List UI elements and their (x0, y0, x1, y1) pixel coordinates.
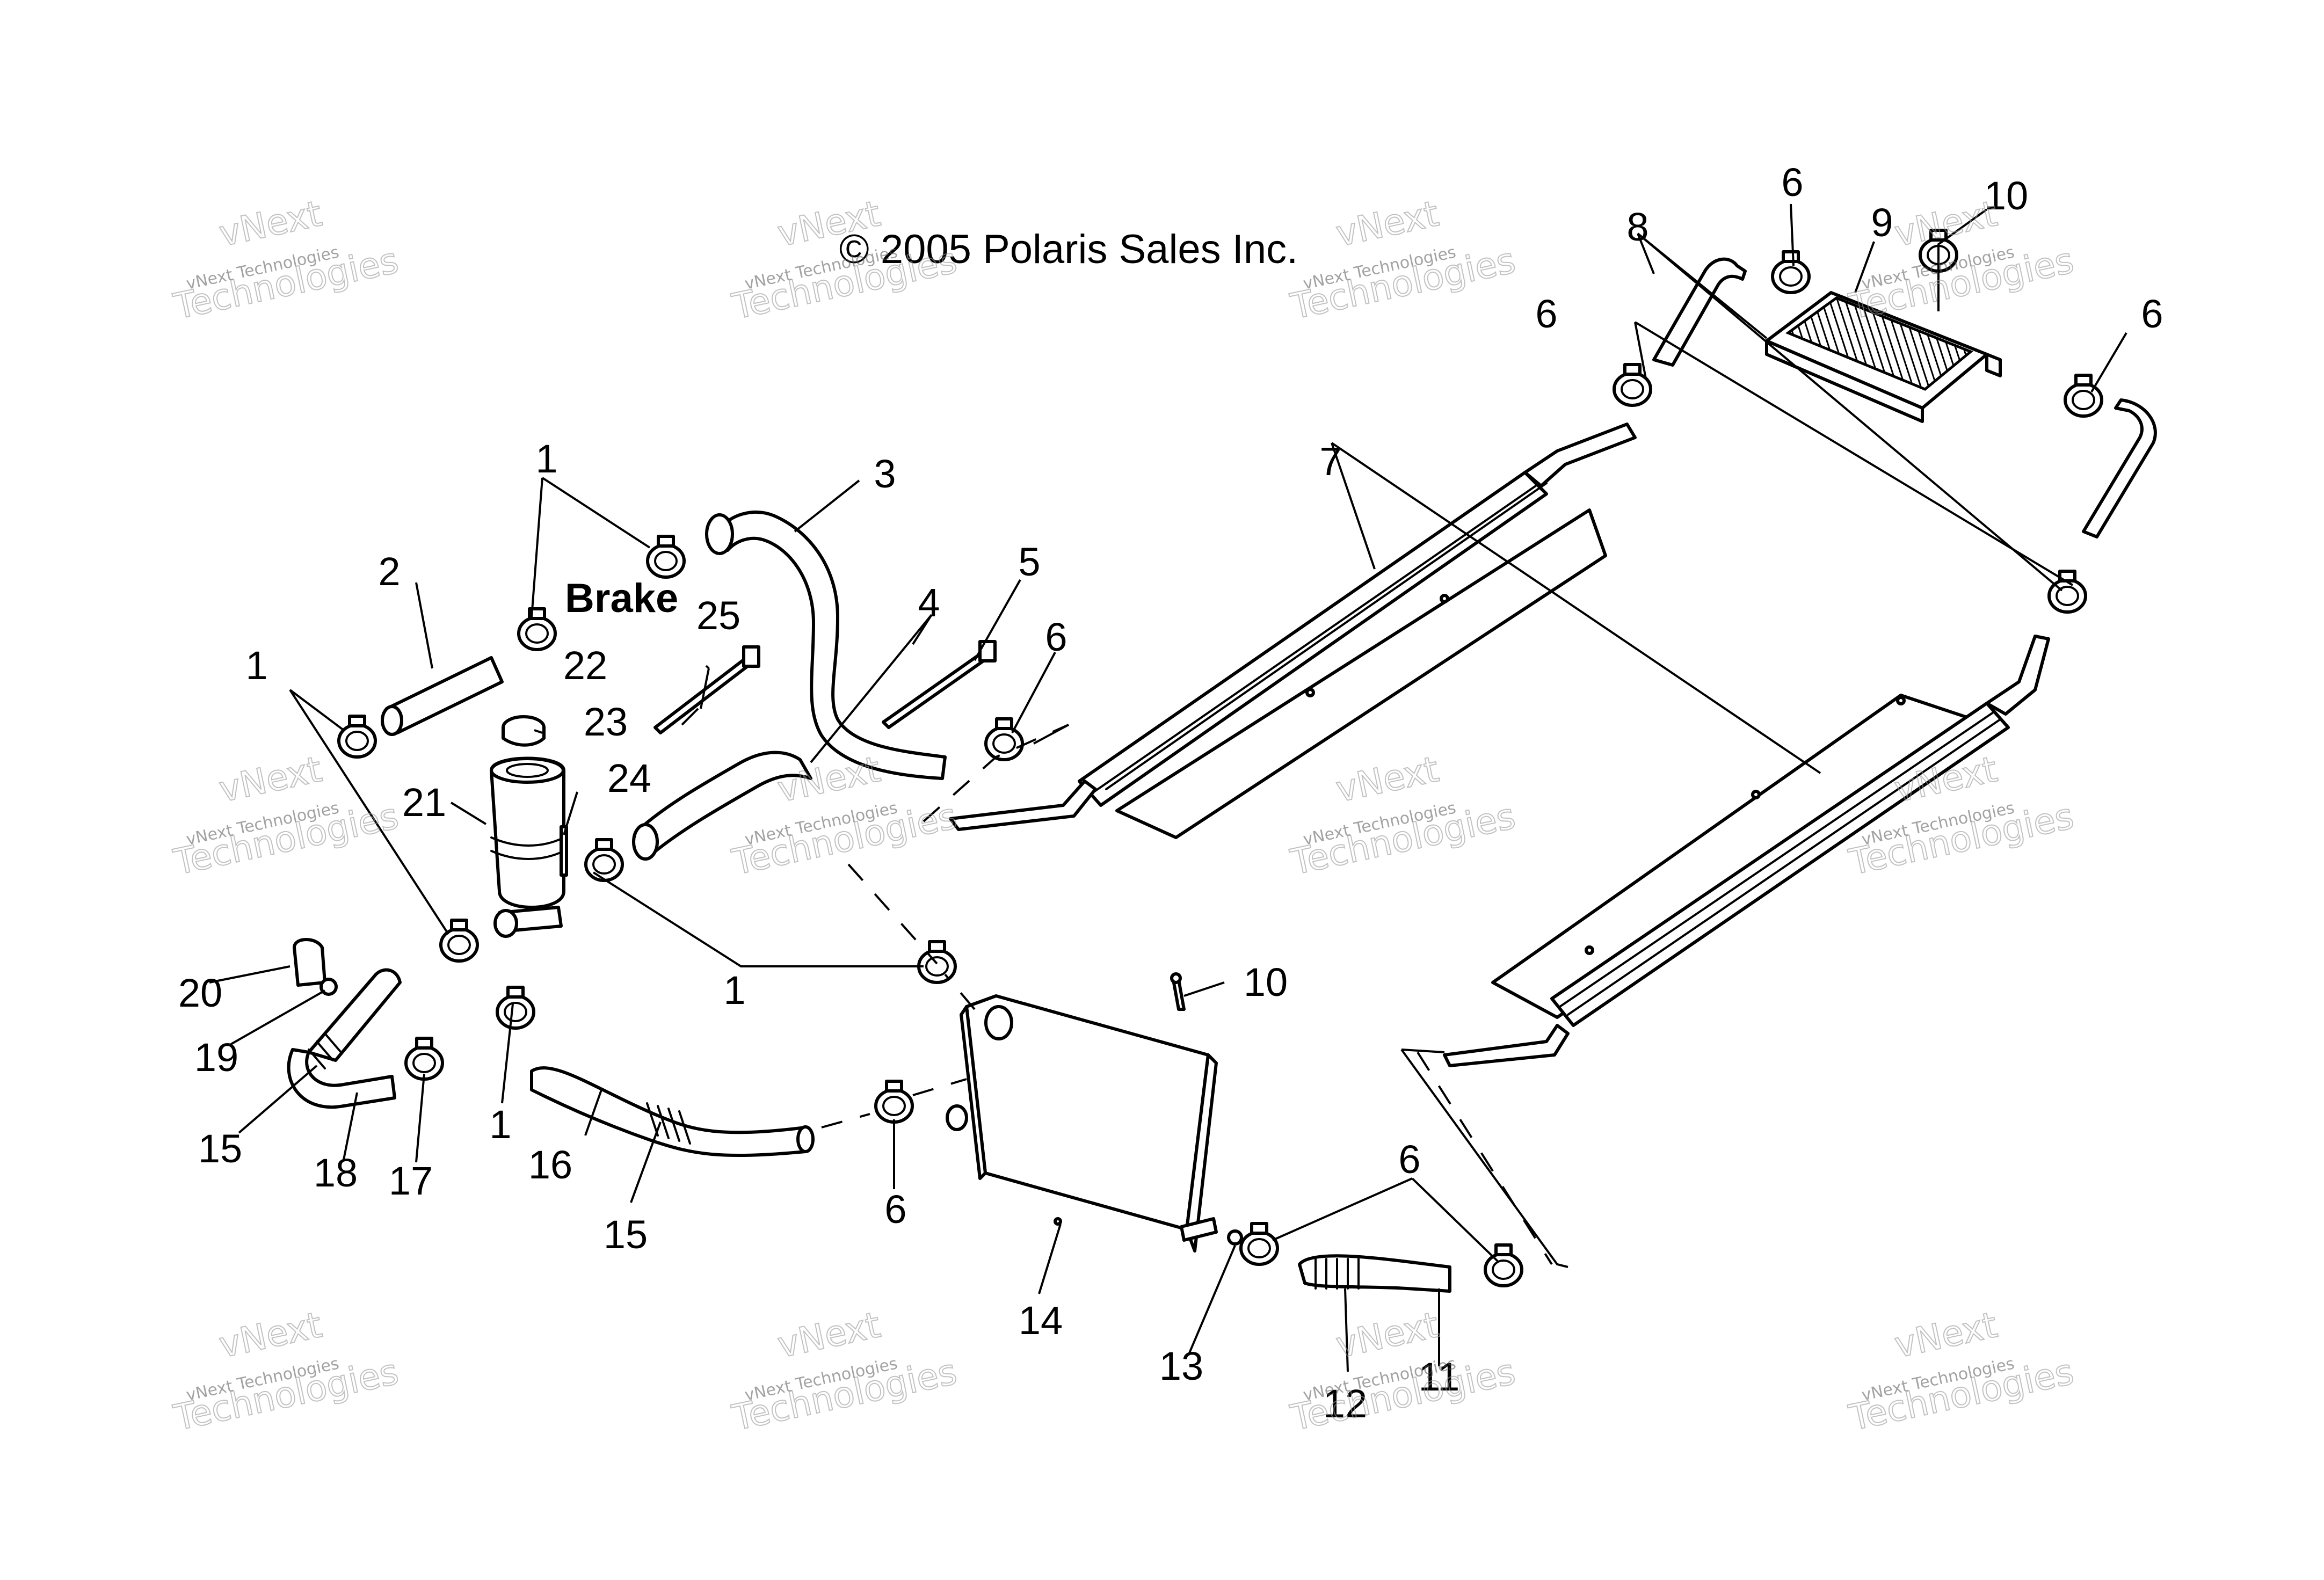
watermark-cell: vNext vNext Technologies Technologies (170, 748, 403, 884)
callout-19: 19 (194, 1035, 238, 1080)
callout-4: 4 (918, 580, 940, 625)
svg-text:Technologies: Technologies (1287, 795, 1519, 883)
svg-text:vNext: vNext (215, 193, 325, 254)
watermark-cell: vNext vNext Technologies Technologies (170, 1304, 403, 1439)
svg-text:Technologies: Technologies (170, 795, 402, 883)
watermark-cell: vNext vNext Technologies Technologies (728, 1304, 961, 1439)
callout-1: 1 (245, 643, 267, 688)
svg-text:vNext: vNext (1332, 193, 1442, 254)
callout-1: 1 (535, 436, 557, 481)
svg-text:vNext: vNext (215, 748, 325, 810)
callout-20: 20 (178, 971, 222, 1015)
svg-text:vNext: vNext (774, 1304, 884, 1366)
callout-8: 8 (1626, 205, 1648, 249)
o-ring-13 (1227, 1229, 1243, 1246)
heat-exchanger-front (949, 423, 1637, 839)
svg-text:vNext: vNext (215, 1304, 325, 1366)
callout-6: 6 (1398, 1137, 1420, 1182)
callout-6: 6 (1535, 292, 1557, 336)
copyright-text: © 2005 Polaris Sales Inc. (839, 227, 1298, 272)
callout-18: 18 (314, 1151, 358, 1195)
svg-text:Technologies: Technologies (1846, 1351, 2078, 1439)
callout-2: 2 (378, 549, 400, 594)
hose-11 (1298, 1254, 1451, 1293)
svg-text:Technologies: Technologies (1287, 1351, 1519, 1439)
callout-16: 16 (528, 1142, 572, 1187)
watermark-cell: vNext vNext Technologies Technologies (728, 748, 961, 884)
callout-15: 15 (198, 1126, 242, 1171)
watermark-cell: vNext vNext Technologies Technologies (1287, 1304, 1520, 1439)
heat-exchanger-rear (1443, 635, 2050, 1067)
callout-6: 6 (884, 1187, 906, 1232)
callout-3: 3 (874, 452, 896, 496)
callout-10: 10 (1244, 960, 1288, 1004)
hose-4 (637, 751, 812, 855)
watermark-cell: vNext vNext Technologies Technologies (170, 192, 403, 328)
watermark-cell: vNext vNext Technologies Technologies (728, 192, 961, 328)
watermark-cell: vNext vNext Technologies Technologies (1287, 192, 1520, 328)
front-cooler (946, 994, 1218, 1253)
callout-24: 24 (607, 756, 651, 800)
callout-5: 5 (1018, 540, 1040, 584)
callout-21: 21 (402, 780, 446, 825)
callout-23: 23 (584, 700, 628, 744)
watermark-cell: vNext vNext Technologies Technologies (1287, 748, 1520, 884)
callout-25: 25 (696, 593, 740, 638)
callout-15: 15 (604, 1212, 648, 1257)
coolant-reservoir (490, 756, 568, 938)
callout-11: 11 (1419, 1355, 1460, 1399)
callout-13: 13 (1159, 1344, 1203, 1388)
callout-14: 14 (1019, 1298, 1063, 1343)
svg-text:Technologies: Technologies (170, 239, 402, 327)
rear-cooler (1652, 257, 2157, 538)
svg-text:Technologies: Technologies (1287, 239, 1519, 327)
callout-17: 17 (389, 1159, 433, 1203)
callout-6: 6 (2141, 292, 2163, 336)
hose-3 (718, 511, 947, 780)
hose-18 (307, 968, 402, 1062)
tie-strap-5 (882, 651, 990, 729)
callout-6: 6 (1781, 160, 1803, 205)
callout-6: 6 (1045, 615, 1067, 659)
hose-2 (385, 656, 504, 734)
brake-label: Brake (565, 576, 678, 621)
svg-text:Technologies: Technologies (1846, 239, 2078, 327)
callout-9: 9 (1871, 200, 1893, 245)
svg-text:Technologies: Technologies (170, 1351, 402, 1439)
bolt-10 (1172, 978, 1186, 1011)
clip-20 (293, 938, 326, 987)
callout-7: 7 (1319, 439, 1341, 484)
svg-text:Technologies: Technologies (729, 1351, 961, 1439)
svg-text:vNext: vNext (1891, 1304, 2001, 1366)
callout-22: 22 (563, 643, 607, 688)
svg-text:Technologies: Technologies (729, 795, 961, 883)
callout-1: 1 (489, 1102, 511, 1147)
dashed-connection-lines (821, 724, 1553, 1265)
watermark-cell: vNext vNext Technologies Technologies (1845, 1304, 2078, 1439)
callout-1: 1 (723, 968, 745, 1013)
callout-12: 12 (1323, 1381, 1367, 1426)
callout-numbers: 1 1 1 1 2 3 4 5 6 6 6 6 6 6 7 8 9 10 10 … (178, 160, 2163, 1426)
callout-10: 10 (1984, 173, 2028, 218)
leader-lines (209, 203, 2127, 1372)
svg-text:vNext: vNext (1332, 748, 1442, 810)
